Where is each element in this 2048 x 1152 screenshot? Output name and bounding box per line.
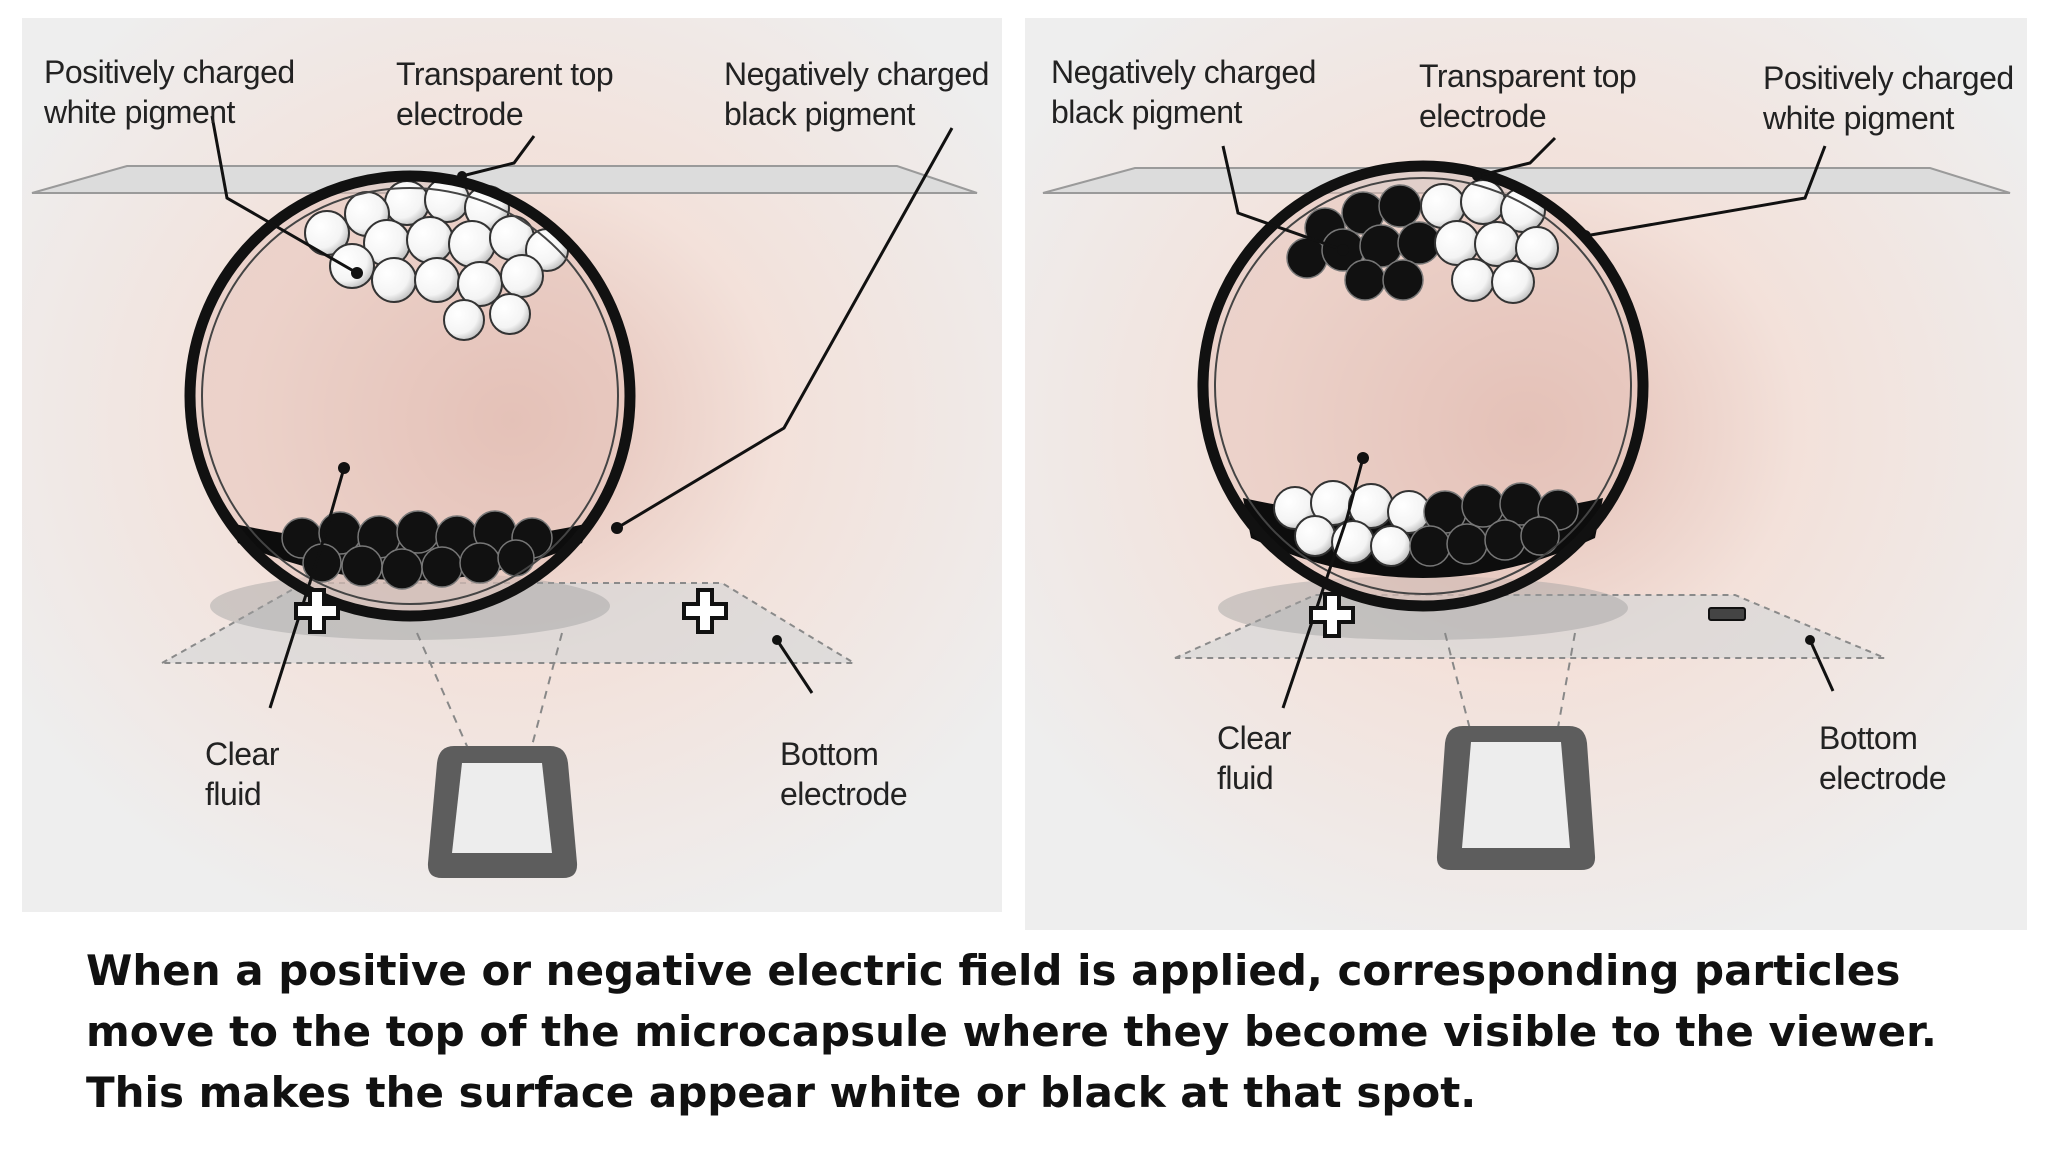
microcapsule-inner-wall — [201, 187, 619, 605]
microcapsule-wall — [1197, 160, 1649, 612]
label-line: Negatively charged — [1051, 54, 1316, 90]
label-line: Positively charged — [44, 54, 295, 90]
diagram-panel-right: Negatively charged black pigment Transpa… — [1025, 18, 2027, 930]
label-transparent-top-electrode: Transparent top electrode — [1419, 56, 1637, 136]
top-electrode-plane — [1042, 167, 2011, 194]
caption-text: When a positive or negative electric fie… — [86, 946, 1937, 1117]
label-line: Negatively charged — [724, 56, 989, 92]
leader-lines — [210, 115, 954, 709]
microcapsule-wall — [184, 170, 636, 622]
microcapsule-diagram-left — [22, 18, 1002, 912]
black-pigment-particles — [281, 510, 553, 590]
label-line: Positively charged — [1763, 60, 2014, 96]
label-line: white pigment — [1763, 100, 1954, 136]
label-line: white pigment — [44, 94, 235, 130]
label-positively-charged-white-pigment: Positively charged white pigment — [1763, 58, 2014, 138]
label-line: black pigment — [724, 96, 915, 132]
label-line: electrode — [1819, 760, 1947, 796]
label-line: black pigment — [1051, 94, 1242, 130]
label-negatively-charged-black-pigment: Negatively charged black pigment — [724, 54, 989, 134]
label-clear-fluid: Clear fluid — [205, 734, 279, 814]
black-pigment-particles-bottom — [1409, 482, 1579, 567]
microcapsule-diagram-right — [1025, 18, 2027, 930]
label-positively-charged-white-pigment: Positively charged white pigment — [44, 52, 295, 132]
microcapsule-inner-wall — [1214, 177, 1632, 595]
leader-dots — [338, 171, 782, 645]
top-electrode-plane — [31, 165, 978, 194]
label-line: electrode — [396, 96, 524, 132]
white-pigment-particles — [304, 177, 569, 341]
leader-lines — [1221, 136, 1835, 709]
label-negatively-charged-black-pigment: Negatively charged black pigment — [1051, 52, 1316, 132]
label-bottom-electrode: Bottom electrode — [1819, 718, 1947, 798]
label-line: Clear — [1217, 720, 1291, 756]
leader-dots — [1337, 171, 1815, 645]
plus-sign-icon — [682, 588, 728, 634]
white-pigment-particles-bottom — [1273, 480, 1431, 567]
label-line: Bottom — [1819, 720, 1918, 756]
label-line: Transparent top — [396, 56, 614, 92]
label-line: Clear — [205, 736, 279, 772]
label-line: Bottom — [780, 736, 879, 772]
label-line: fluid — [1217, 760, 1274, 796]
label-transparent-top-electrode: Transparent top electrode — [396, 54, 614, 134]
eye-viewer-icon — [1436, 632, 1596, 870]
plus-sign-icon — [1309, 592, 1355, 638]
label-line: electrode — [1419, 98, 1547, 134]
eye-viewer-icon — [416, 632, 578, 878]
label-line: Transparent top — [1419, 58, 1637, 94]
black-pigment-particles-top — [1286, 184, 1441, 301]
label-bottom-electrode: Bottom electrode — [780, 734, 908, 814]
plus-sign-icon — [294, 588, 340, 634]
label-clear-fluid: Clear fluid — [1217, 718, 1291, 798]
minus-sign-icon — [1708, 607, 1746, 621]
diagram-panel-left: Positively charged white pigment Transpa… — [22, 18, 1002, 912]
label-line: electrode — [780, 776, 908, 812]
label-line: fluid — [205, 776, 262, 812]
